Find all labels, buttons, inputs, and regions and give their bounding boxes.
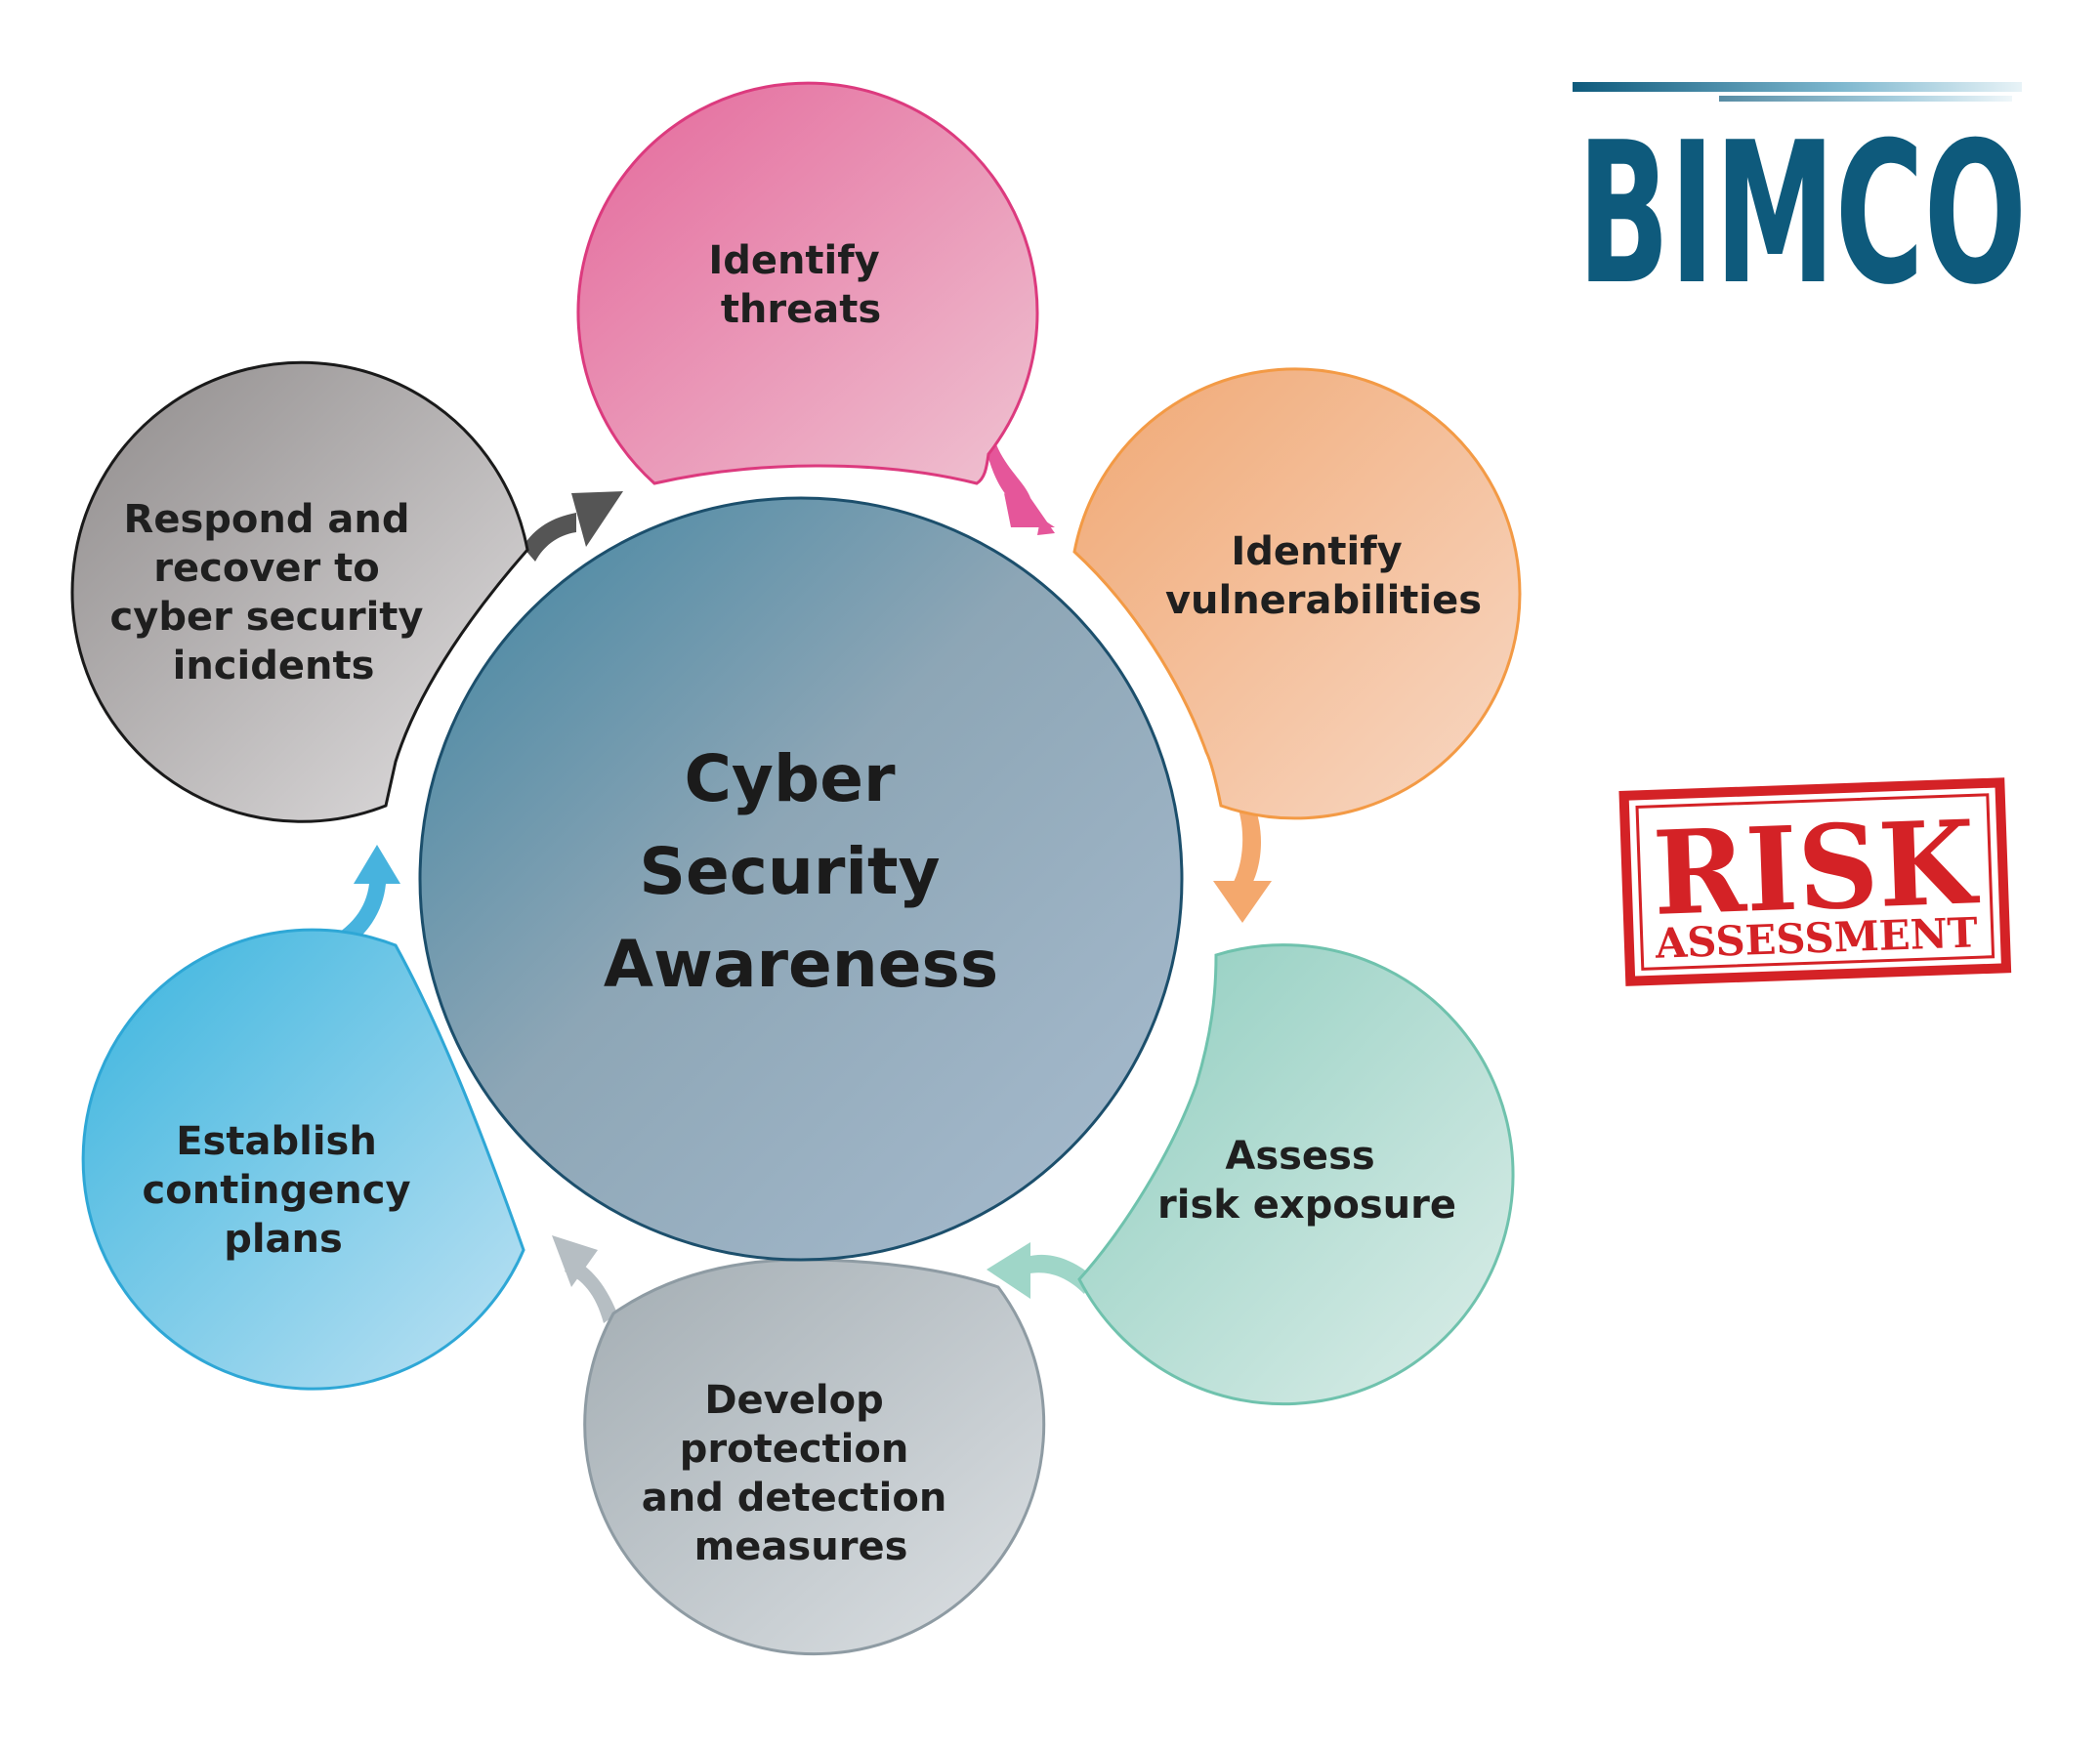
bimco-logo-text: BIMCO xyxy=(1577,101,2027,328)
bimco-logo-bar xyxy=(1573,82,2022,92)
arrow-threats-to-vulnerabilities xyxy=(987,444,1055,535)
svg-text:Identify vulnerabilities: Identify vulnerabilities xyxy=(1165,529,1482,623)
step-label-line: incidents xyxy=(173,644,375,688)
arrow-develop-to-contingency xyxy=(552,1235,617,1323)
step-identify-threats: Identify threats xyxy=(576,81,1039,485)
center-node: Cyber Security Awareness xyxy=(418,496,1184,1262)
svg-text:Respond and recover to: Respond and recover to cyber security in… xyxy=(110,497,438,688)
step-label-line: Respond and xyxy=(124,497,410,542)
svg-text:Develop protection: Develop protection and detection measure… xyxy=(642,1378,960,1569)
center-label-line: Cyber xyxy=(685,741,896,816)
svg-text:Cyber Security Awa: Cyber Security Awareness xyxy=(604,741,998,1002)
bubble-identify-threats xyxy=(576,81,1039,485)
step-label-line: Develop xyxy=(704,1378,883,1423)
bubble-respond-recover xyxy=(70,360,529,823)
arrow-vulnerabilities-to-exposure xyxy=(1213,801,1272,923)
stamp-line-1: RISK xyxy=(1651,794,1982,941)
stamp-border xyxy=(1618,777,2012,986)
step-label-line: recover to xyxy=(153,546,380,591)
stamp-inner-border xyxy=(1635,793,1995,971)
step-develop-protection: Develop protection and detection measure… xyxy=(583,1258,1046,1656)
step-label-line: risk exposure xyxy=(1157,1183,1456,1228)
stamp-line-2: ASSESSMENT xyxy=(1654,908,1979,968)
step-label-line: Identify xyxy=(1231,529,1402,574)
center-label-line: Security xyxy=(639,834,940,909)
step-assess-risk-exposure: Assess risk exposure xyxy=(1077,943,1515,1406)
svg-text:Assess risk exposure: Assess risk exposure xyxy=(1157,1134,1456,1228)
step-label-line: measures xyxy=(694,1524,908,1569)
step-label-line: Identify xyxy=(708,238,879,283)
bimco-logo-bar xyxy=(1719,96,2012,102)
svg-text:Identify threats: Identify threats xyxy=(708,238,893,332)
center-circle xyxy=(418,496,1184,1262)
arrow-exposure-to-develop xyxy=(987,1242,1094,1299)
risk-assessment-stamp: RISK ASSESSMENT xyxy=(1618,777,2012,986)
step-label-line: threats xyxy=(721,287,881,332)
step-label-line: and detection xyxy=(642,1476,947,1521)
bubble-identify-vulnerabilities xyxy=(1072,367,1522,820)
step-respond-recover: Respond and recover to cyber security in… xyxy=(70,360,529,823)
bubble-assess-risk-exposure xyxy=(1077,943,1515,1406)
step-label-line: protection xyxy=(680,1427,909,1472)
step-label-line: vulnerabilities xyxy=(1165,578,1482,623)
center-label-line: Awareness xyxy=(604,927,998,1002)
arrow-respond-to-threats xyxy=(523,491,623,562)
step-label-line: Assess xyxy=(1225,1134,1374,1179)
step-label-line: plans xyxy=(224,1217,343,1262)
svg-text:Establish contingency: Establish contingency plans xyxy=(143,1119,425,1262)
step-label-line: Establish xyxy=(176,1119,377,1164)
bimco-logo: BIMCO xyxy=(1573,82,2027,328)
bubble-establish-contingency xyxy=(81,928,525,1391)
step-label-line: contingency xyxy=(143,1168,411,1213)
step-establish-contingency: Establish contingency plans xyxy=(81,928,525,1391)
step-label-line: cyber security xyxy=(110,595,424,640)
step-identify-vulnerabilities: Identify vulnerabilities xyxy=(1072,367,1522,820)
